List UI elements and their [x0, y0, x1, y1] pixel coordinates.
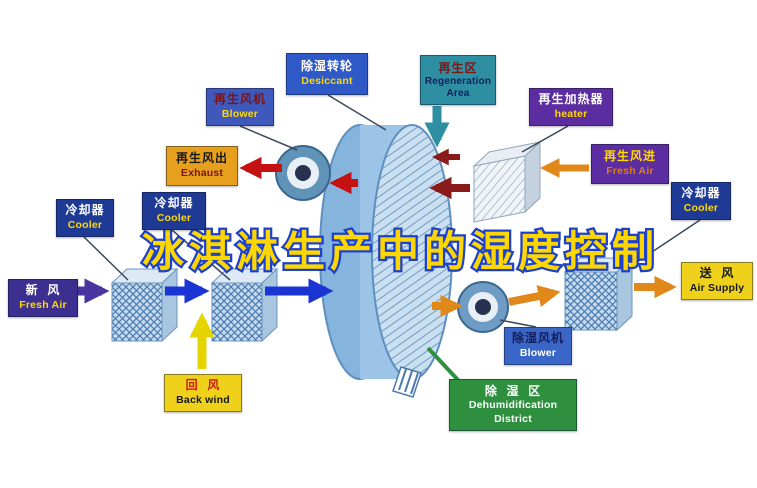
regen-area-en: Regeneration Area	[424, 76, 492, 99]
freshair-en: Fresh Air	[19, 298, 67, 311]
backwind-en: Back wind	[176, 393, 230, 406]
airflow-arrows	[77, 106, 677, 369]
label-fresh-air: 新 风 Fresh Air	[8, 279, 78, 317]
leader-lines	[83, 94, 701, 328]
arrow-fan-to-coil	[508, 285, 561, 308]
label-dehumidification-district: 除 湿 区 Dehumidification District	[449, 379, 577, 431]
cooler-farleft-zh: 冷却器	[65, 203, 105, 218]
dehumid-area-en2: District	[494, 412, 532, 425]
leader-dehumid-area	[426, 346, 460, 382]
airsupply-en: Air Supply	[689, 281, 745, 294]
label-air-supply: 送 风 Air Supply	[681, 262, 753, 300]
regeneration-blower-fan	[275, 145, 331, 201]
cooler-left-zh: 冷却器	[154, 196, 194, 211]
regen-freshair-zh: 再生风进	[603, 149, 656, 164]
regen-blower-zh: 再生风机	[213, 92, 266, 107]
label-regeneration-heater: 再生加热器 heater	[529, 88, 613, 126]
label-exhaust: 再生风出 Exhaust	[166, 146, 238, 186]
cooling-coil-right	[563, 256, 634, 332]
regen-area-zh: 再生区	[438, 60, 478, 75]
backwind-zh: 回 风	[185, 378, 221, 393]
regen-freshair-en: Fresh Air	[606, 164, 654, 177]
label-dehumidification-blower: 除湿风机 Blower	[504, 327, 572, 365]
label-regeneration-blower: 再生风机 Blower	[206, 88, 274, 126]
regen-heater-en: heater	[554, 107, 588, 120]
dehumidification-blower-fan	[457, 281, 509, 333]
dehumid-area-en1: Dehumidification	[468, 399, 558, 412]
cooler-left-en: Cooler	[156, 211, 192, 224]
cooling-coil-left-inner	[210, 267, 279, 343]
regeneration-heater	[472, 140, 542, 223]
desiccant-zh: 除湿转轮	[300, 59, 353, 74]
dehumid-blower-en: Blower	[519, 346, 557, 359]
desiccant-en: Desiccant	[301, 74, 353, 87]
label-regeneration-fresh-air: 再生风进 Fresh Air	[591, 144, 669, 184]
exhaust-zh: 再生风出	[175, 151, 228, 166]
dehumid-area-zh: 除 湿 区	[484, 383, 542, 398]
cooling-coil-left-outer	[110, 267, 179, 343]
label-back-wind: 回 风 Back wind	[164, 374, 242, 412]
cooler-right-zh: 冷却器	[681, 186, 721, 201]
exhaust-en: Exhaust	[180, 166, 224, 179]
label-cooler-far-left: 冷却器 Cooler	[56, 199, 114, 237]
dehumid-blower-zh: 除湿风机	[511, 331, 564, 346]
label-cooler-left: 冷却器 Cooler	[142, 192, 206, 230]
label-desiccant-wheel: 除湿转轮 Desiccant	[286, 53, 368, 95]
title: 冰淇淋生产中的湿度控制	[142, 227, 659, 276]
freshair-zh: 新 风	[25, 283, 61, 298]
label-regeneration-area: 再生区 Regeneration Area	[420, 55, 496, 105]
cooler-farleft-en: Cooler	[67, 218, 103, 231]
airsupply-zh: 送 风	[699, 266, 735, 281]
cooler-right-en: Cooler	[683, 201, 719, 214]
label-cooler-right: 冷却器 Cooler	[671, 182, 731, 220]
regen-blower-en: Blower	[221, 107, 259, 120]
wheel-seal-ribbon	[392, 366, 422, 398]
regen-heater-zh: 再生加热器	[538, 92, 604, 107]
